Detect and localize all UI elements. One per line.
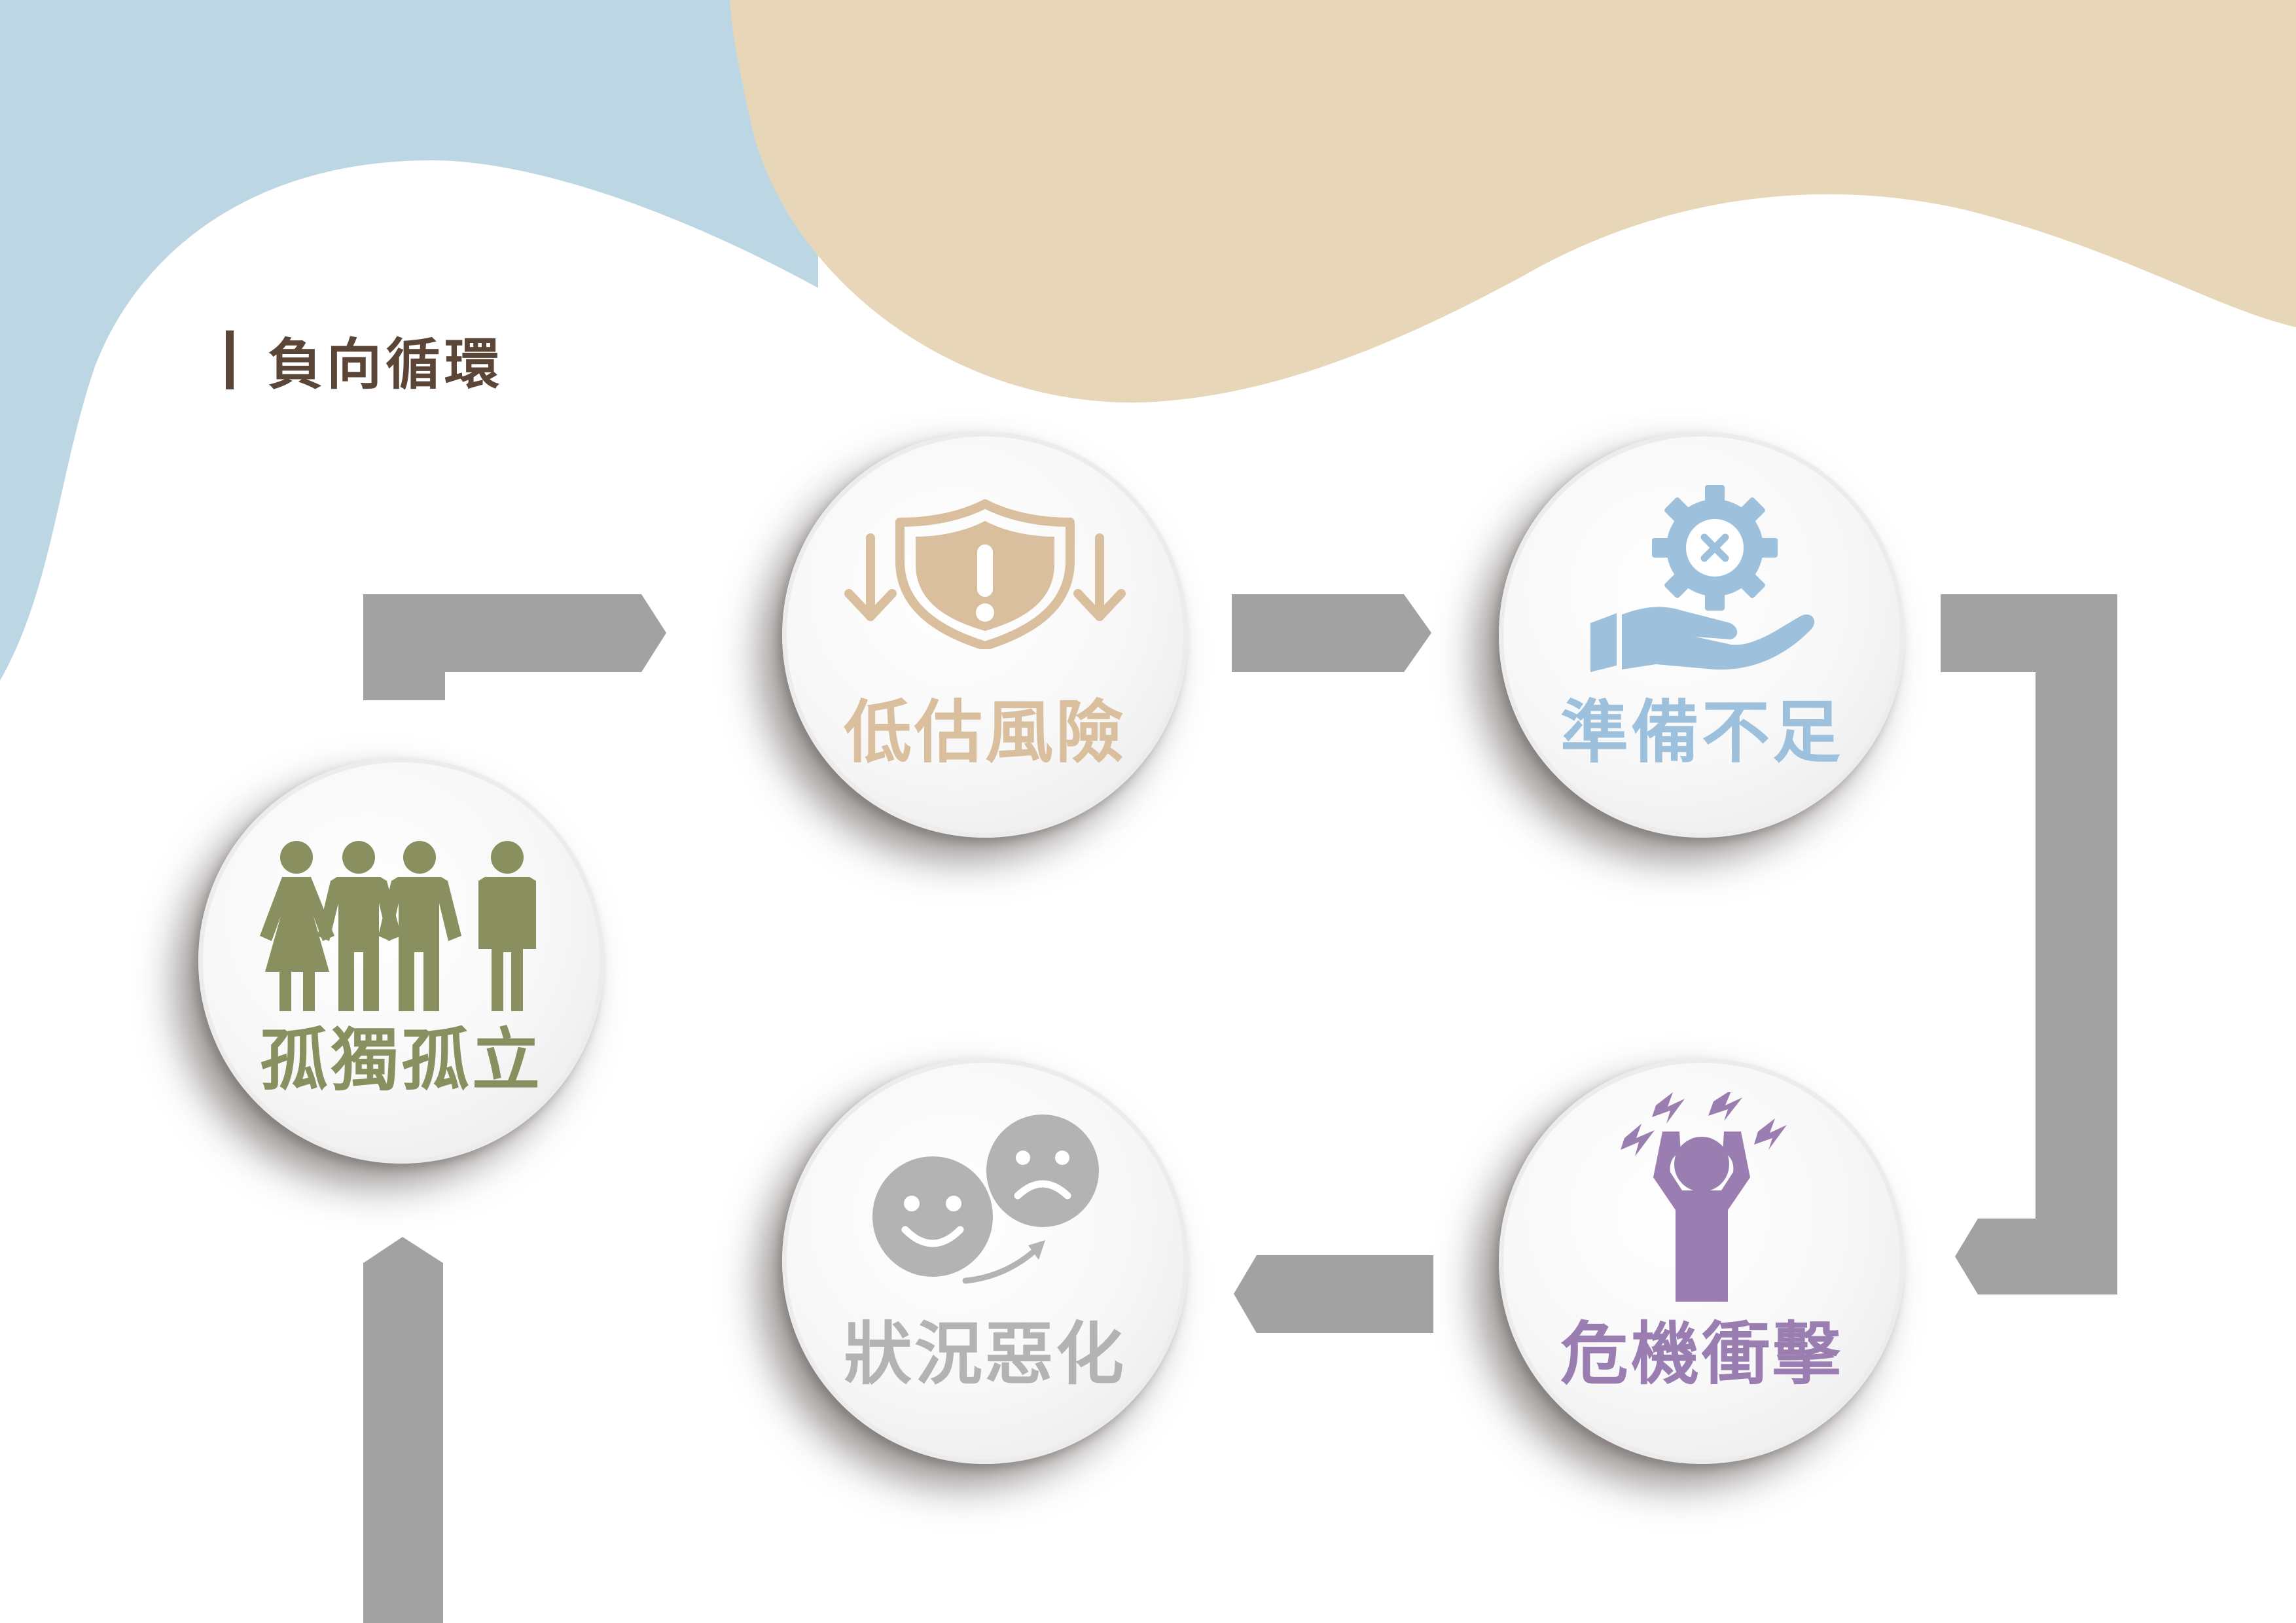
node-crisis: 危機衝擊 — [1499, 1058, 1905, 1464]
section-title: 負向循環 — [226, 327, 503, 397]
node-isolation-label: 孤獨孤立 — [259, 1020, 543, 1100]
node-crisis-label: 危機衝擊 — [1560, 1314, 1843, 1394]
node-risk-label: 低估風險 — [843, 692, 1126, 772]
node-worse-label: 狀況惡化 — [843, 1314, 1126, 1394]
mood-change-icon — [787, 1105, 1183, 1289]
title-accent-bar — [226, 330, 234, 389]
people-group-icon — [203, 838, 600, 1014]
node-prepare: 準備不足 — [1499, 432, 1905, 838]
beige-background-blob — [730, 0, 2296, 403]
node-worse: 狀況惡化 — [782, 1058, 1188, 1464]
arrow-prepare-to-crisis — [1941, 594, 2117, 1294]
blue-background-blob — [0, 0, 818, 681]
node-isolation: 孤獨孤立 — [198, 758, 604, 1164]
stressed-person-icon — [1503, 1092, 1900, 1308]
hand-gear-icon — [1503, 476, 1900, 672]
arrow-risk-to-prepare — [1232, 594, 1431, 672]
section-title-text: 負向循環 — [268, 332, 504, 397]
arrow-isolation-to-risk — [363, 594, 666, 700]
shield-alert-icon — [787, 499, 1183, 649]
arrow-worse-to-isolation — [363, 1237, 443, 1623]
node-risk: 低估風險 — [782, 432, 1188, 838]
arrow-crisis-to-worse — [1234, 1255, 1433, 1333]
node-prepare-label: 準備不足 — [1560, 692, 1843, 772]
